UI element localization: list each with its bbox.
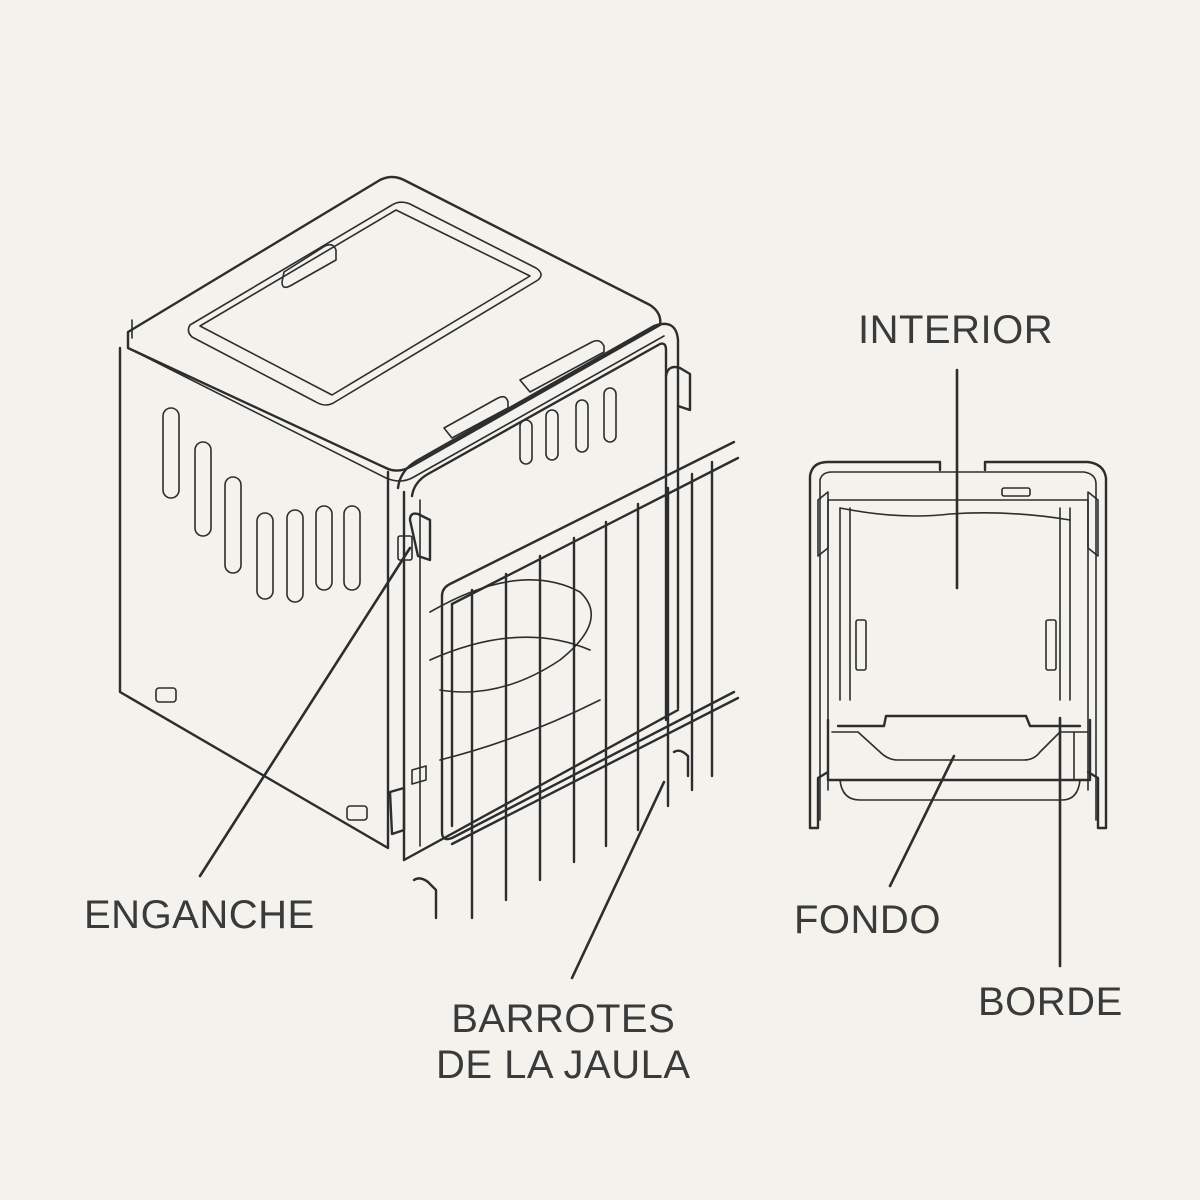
label-interior: INTERIOR [858,308,1054,352]
leader-lines [198,368,1062,980]
label-fondo: FONDO [794,898,941,942]
leader-fondo [888,754,956,888]
cross-section-floor-tray [826,714,1092,801]
label-borde: BORDE [978,980,1123,1024]
side-ventilation-slots [155,407,368,821]
pet-carrier-shell [118,175,665,850]
label-enganche: ENGANCHE [84,893,315,937]
latch-hook [388,365,692,920]
label-barrotes-line1: BARROTES [451,997,676,1041]
label-barrotes-de-la-jaula: BARROTES DE LA JAULA [436,996,691,1088]
leader-enganche [198,546,412,878]
door-frame [396,322,680,862]
leader-barrotes [570,780,666,980]
rear-ventilation-slots [519,387,617,465]
cross-section-interior [839,507,1071,701]
cage-bars [440,440,740,920]
label-barrotes-line2: DE LA JAULA [436,1043,691,1087]
